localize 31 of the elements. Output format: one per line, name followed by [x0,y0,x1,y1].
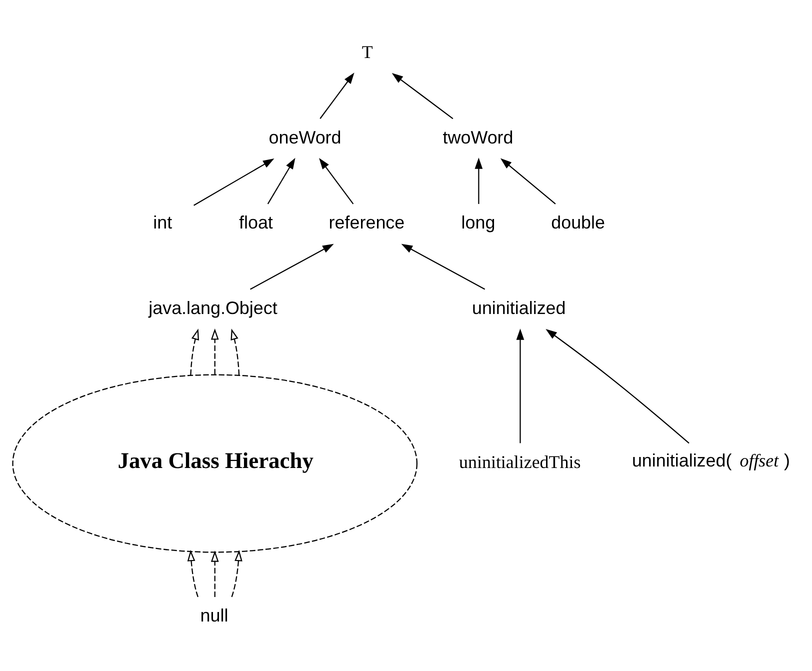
arrow [320,72,354,119]
node-text: uninitialized [472,298,566,318]
arrow [474,158,483,204]
arrow [392,72,454,120]
arrow [516,328,524,444]
arrow [500,158,556,204]
node-text: double [551,212,606,233]
arrow [190,328,199,376]
arrow [230,328,240,376]
node-text: long [461,212,496,233]
arrow [546,329,690,444]
arrow [250,244,334,290]
node-text: float [238,212,273,233]
node-text: twoWord [442,127,514,148]
arrow [401,244,486,290]
node-text: reference [328,212,405,233]
node-text: oneWord [268,127,342,148]
node-text: uninitialized( offset ) [632,450,790,471]
node-text: int [153,212,172,233]
arrow [267,158,296,204]
arrow [319,158,354,204]
arrow [187,550,198,598]
arrow [231,550,242,598]
node-ellipse: Java Class Hierachy [12,374,418,553]
arrow [194,158,274,206]
node-text: uninitializedThis [459,452,581,472]
node-text: null [200,606,228,626]
arrow [210,328,219,375]
node-text: java.lang.Object [148,298,278,318]
arrow [210,550,219,597]
node-text: T [362,42,373,62]
